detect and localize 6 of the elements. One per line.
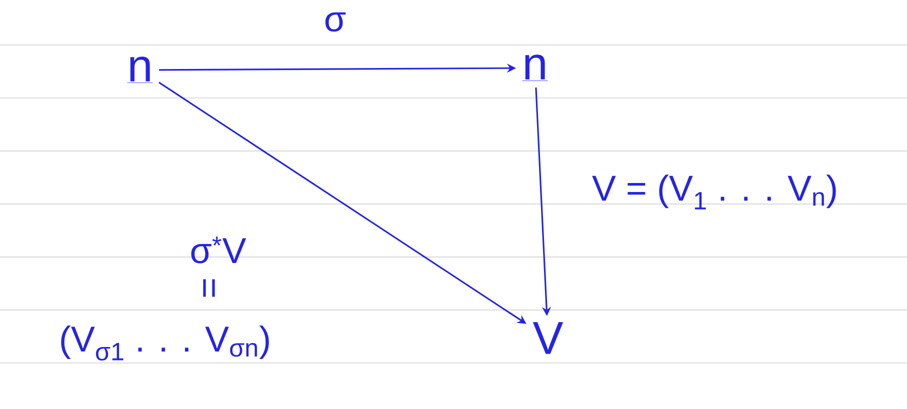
edge-label: V = (V$_{1}$ . . . V$_{n}$) bbox=[592, 174, 836, 210]
math-label: (V$_{σ1}$ . . . V$_{σn}$) bbox=[61, 325, 269, 361]
edge-label: σ bbox=[325, 12, 346, 32]
math-label: = bbox=[203, 279, 215, 297]
math-symbol: V bbox=[532, 322, 564, 354]
edge-label: σ$^{*}$V bbox=[191, 236, 246, 264]
